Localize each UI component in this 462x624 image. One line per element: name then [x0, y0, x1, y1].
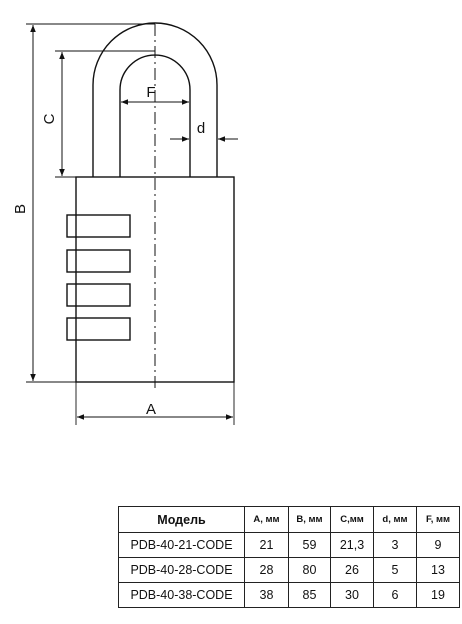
cell-f: 13 — [416, 557, 460, 583]
cell-model: PDB-40-28-CODE — [118, 557, 245, 583]
header-b: B, мм — [288, 506, 331, 533]
cell-c: 21,3 — [330, 532, 374, 558]
spec-table: Модель A, мм B, мм C,мм d, мм F, мм PDB-… — [118, 506, 460, 608]
cell-c: 26 — [330, 557, 374, 583]
cell-model: PDB-40-21-CODE — [118, 532, 245, 558]
cell-b: 85 — [288, 582, 331, 608]
table-header-row: Модель A, мм B, мм C,мм d, мм F, мм — [118, 506, 460, 533]
dimension-f-label: F — [146, 84, 155, 101]
dial-4 — [66, 317, 131, 341]
dimension-c-label: C — [41, 113, 58, 124]
dimension-d-label: d — [197, 120, 205, 137]
dial-3 — [66, 283, 131, 307]
cell-a: 38 — [244, 582, 289, 608]
cell-b: 80 — [288, 557, 331, 583]
header-a: A, мм — [244, 506, 289, 533]
table-row: PDB-40-28-CODE 28 80 26 5 13 — [118, 557, 460, 583]
table-row: PDB-40-21-CODE 21 59 21,3 3 9 — [118, 532, 460, 558]
padlock-dimension-drawing: B C A F d — [12, 22, 238, 425]
cell-d: 3 — [373, 532, 417, 558]
header-d: d, мм — [373, 506, 417, 533]
combination-dials — [66, 214, 131, 341]
cell-a: 28 — [244, 557, 289, 583]
cell-d: 5 — [373, 557, 417, 583]
cell-d: 6 — [373, 582, 417, 608]
table-row: PDB-40-38-CODE 38 85 30 6 19 — [118, 582, 460, 608]
cell-f: 9 — [416, 532, 460, 558]
extension-lines — [26, 23, 235, 425]
cell-b: 59 — [288, 532, 331, 558]
header-f: F, мм — [416, 506, 460, 533]
cell-model: PDB-40-38-CODE — [118, 582, 245, 608]
dial-2 — [66, 249, 131, 273]
header-model: Модель — [118, 506, 245, 533]
dimension-b-label: B — [12, 204, 29, 214]
cell-f: 19 — [416, 582, 460, 608]
cell-a: 21 — [244, 532, 289, 558]
header-c: C,мм — [330, 506, 374, 533]
dial-1 — [66, 214, 131, 238]
dimension-a-label: A — [146, 401, 156, 418]
cell-c: 30 — [330, 582, 374, 608]
